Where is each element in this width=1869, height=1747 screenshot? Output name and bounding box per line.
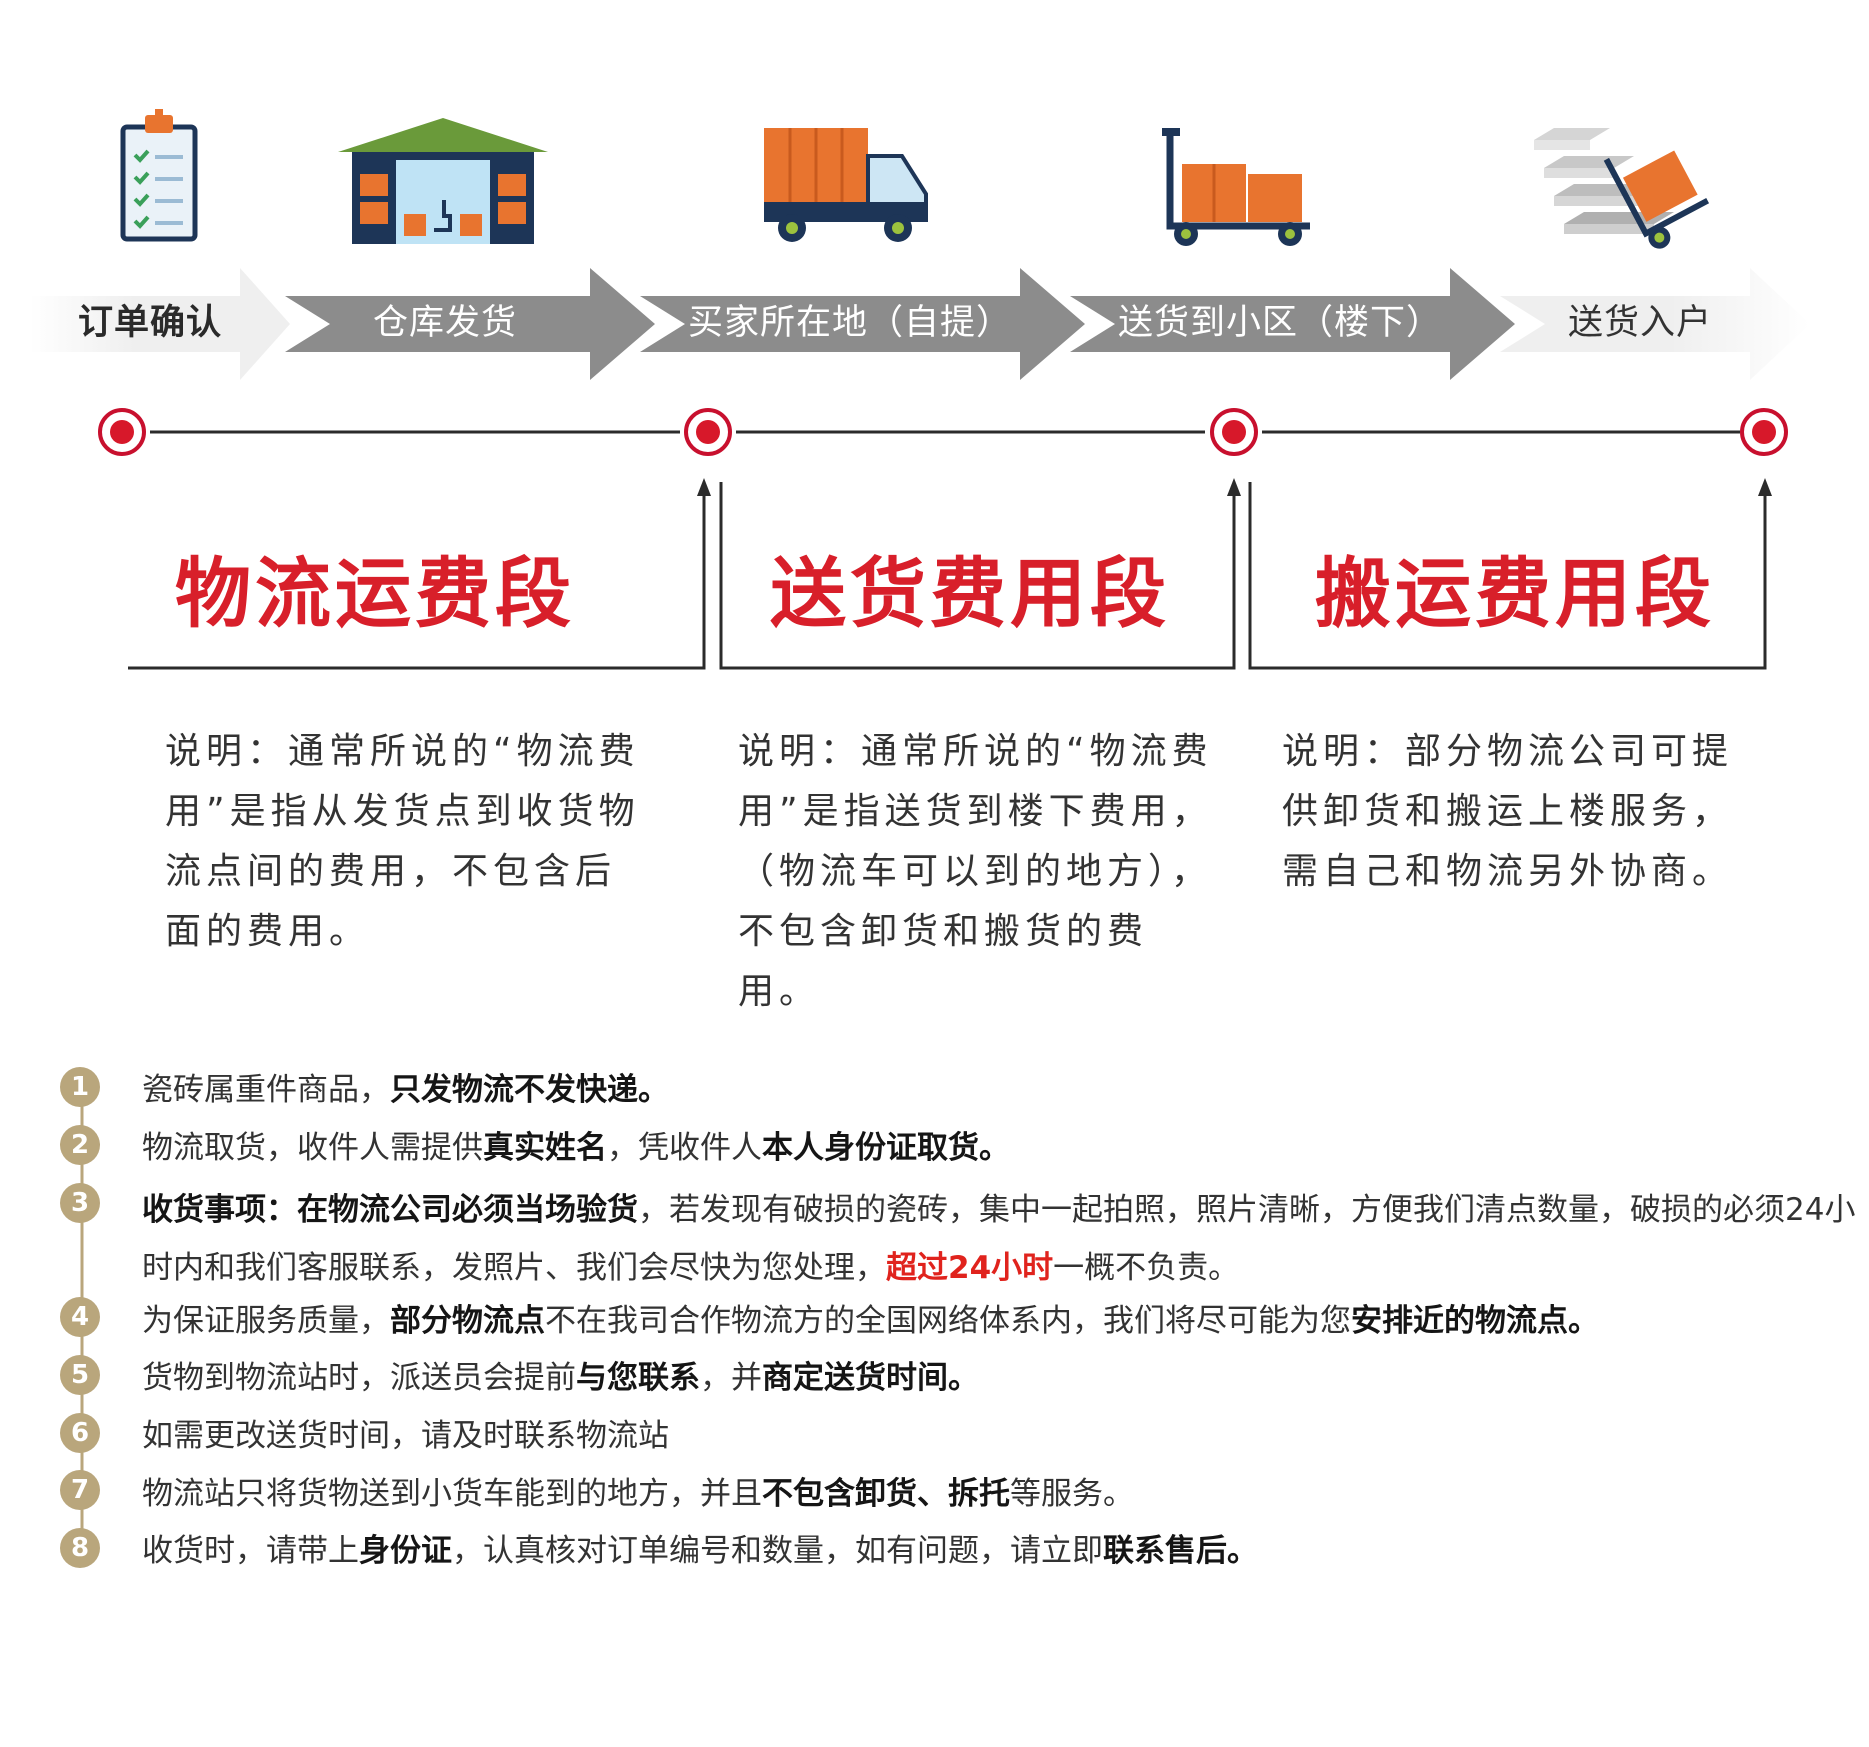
note-text-part: 瓷砖属重件商品，	[142, 1072, 390, 1109]
note-text-part: 货物到物流站时，派送员会提前	[142, 1360, 576, 1397]
note-text-part: 如需更改送货时间，请及时联系物流站	[142, 1418, 669, 1455]
note-item-1: 1 瓷砖属重件商品，只发物流不发快递。	[60, 1058, 1810, 1116]
step-label-delivery-downstairs: 送货到小区（楼下）	[1117, 303, 1442, 343]
hand-cart-icon	[1162, 128, 1310, 246]
note-text-part: 收货事项：在物流公司必须当场验货	[142, 1192, 638, 1229]
arrow-step-5	[1500, 268, 1810, 380]
note-text-part: 商定送货时间。	[762, 1360, 979, 1397]
number-badge: 6	[60, 1412, 100, 1453]
clipboard-icon	[120, 109, 198, 242]
note-text: 收货事项：在物流公司必须当场验货，若发现有破损的瓷砖，集中一起拍照，照片清晰，方…	[142, 1181, 1869, 1297]
note-text-part: 只发物流不发快递。	[390, 1072, 669, 1109]
note-text-part: 物流取货，收件人需提供	[142, 1130, 483, 1167]
note-text: 收货时，请带上身份证，认真核对订单编号和数量，如有问题，请立即联系售后。	[142, 1525, 1258, 1570]
number-badge: 4	[60, 1297, 100, 1338]
segment-title-logistics: 物流运费段	[175, 549, 575, 638]
note-text-part: ，凭收件人	[607, 1130, 762, 1167]
segment-title-delivery: 送货费用段	[770, 549, 1170, 638]
number-badge: 3	[60, 1183, 100, 1224]
note-item-4: 4 为保证服务质量，部分物流点不在我司合作物流方的全国网络体系内，我们将尽可能为您…	[60, 1288, 1810, 1346]
note-text-part: 不包含卸货、拆托	[762, 1475, 1010, 1512]
note-text-part: 真实姓名	[483, 1130, 607, 1167]
note-text-part: 本人身份证取货。	[762, 1130, 1010, 1167]
note-item-7: 7 物流站只将货物送到小货车能到的地方，并且不包含卸货、拆托等服务。	[60, 1461, 1810, 1519]
number-badge: 2	[60, 1124, 100, 1165]
note-text-part: ，认真核对订单编号和数量，如有问题，请立即	[452, 1533, 1103, 1570]
note-item-3: 3 收货事项：在物流公司必须当场验货，若发现有破损的瓷砖，集中一起拍照，照片清晰，…	[60, 1173, 1855, 1288]
note-text-part: 为保证服务质量，	[142, 1302, 390, 1339]
timeline-lines	[128, 430, 1772, 670]
note-text: 物流取货，收件人需提供真实姓名，凭收件人本人身份证取货。	[142, 1122, 1010, 1167]
note-text-part: ，若发现有破损的瓷砖，集中一起拍照，照片清晰，方便我们清点数量，破损的必须24小…	[142, 1192, 1856, 1287]
stairs-dolly-icon	[1534, 128, 1710, 249]
warehouse-icon	[338, 118, 548, 244]
number-badge: 7	[60, 1470, 100, 1511]
process-arrows	[30, 268, 1810, 380]
number-badge: 1	[60, 1066, 100, 1107]
timeline-dot-2	[684, 408, 732, 456]
timeline-dot-1	[98, 408, 146, 456]
step-label-home-delivery: 送货入户	[1567, 303, 1712, 343]
note-item-6: 6 如需更改送货时间，请及时联系物流站	[60, 1404, 1810, 1462]
segment-title-carrying: 搬运费用段	[1315, 549, 1715, 638]
note-text-part: 身份证	[359, 1533, 452, 1570]
note-text-part: 不在我司合作物流方的全国网络体系内，我们将尽可能为您	[545, 1302, 1351, 1339]
note-text-part: 与您联系	[576, 1360, 700, 1397]
note-text: 为保证服务质量，部分物流点不在我司合作物流方的全国网络体系内，我们将尽可能为您安…	[142, 1295, 1599, 1340]
note-text-part: 一概不负责。	[1053, 1250, 1240, 1287]
note-text: 瓷砖属重件商品，只发物流不发快递。	[142, 1064, 669, 1109]
note-text-part: 安排近的物流点。	[1351, 1302, 1599, 1339]
shipping-notes-list: 1 瓷砖属重件商品，只发物流不发快递。 2 物流取货，收件人需提供真实姓名，凭收件人…	[60, 1058, 1855, 1577]
note-text-part: 等服务。	[1010, 1475, 1134, 1512]
note-text-part: 收货时，请带上	[142, 1533, 359, 1570]
segment-note-carrying: 说明：部分物流公司可提供卸货和搬运上楼服务，需自己和物流另外协商。	[1282, 731, 1734, 892]
truck-icon	[764, 128, 928, 242]
arrow-step-4	[1070, 268, 1515, 380]
step-label-order-confirm: 订单确认	[77, 303, 222, 343]
step-label-buyer-location: 买家所在地（自提）	[687, 303, 1012, 343]
note-text-part: 联系售后。	[1103, 1533, 1258, 1570]
arrow-step-2	[285, 268, 655, 380]
segment-note-logistics: 说明：通常所说的“物流费用”是指从发货点到收货物流点间的费用，不包含后面的费用。	[165, 731, 640, 952]
note-text-part: ，并	[700, 1360, 762, 1397]
note-item-8: 8 收货时，请带上身份证，认真核对订单编号和数量，如有问题，请立即联系售后。	[60, 1519, 1810, 1577]
timeline-dot-4	[1740, 408, 1788, 456]
number-badge: 8	[60, 1527, 100, 1568]
segment-note-delivery: 说明：通常所说的“物流费用”是指送货到楼下费用，（物流车可以到的地方），不包含卸…	[738, 731, 1213, 1012]
timeline-dot-3	[1210, 408, 1258, 456]
note-item-5: 5 货物到物流站时，派送员会提前与您联系，并商定送货时间。	[60, 1346, 1810, 1404]
arrow-step-3	[640, 268, 1085, 380]
note-text: 如需更改送货时间，请及时联系物流站	[142, 1410, 669, 1455]
note-text: 物流站只将货物送到小货车能到的地方，并且不包含卸货、拆托等服务。	[142, 1468, 1134, 1513]
note-text: 货物到物流站时，派送员会提前与您联系，并商定送货时间。	[142, 1352, 979, 1397]
number-badge: 5	[60, 1354, 100, 1395]
note-item-2: 2 物流取货，收件人需提供真实姓名，凭收件人本人身份证取货。	[60, 1116, 1810, 1174]
note-text-part: 部分物流点	[390, 1302, 545, 1339]
note-text-part: 物流站只将货物送到小货车能到的地方，并且	[142, 1475, 762, 1512]
step-label-warehouse: 仓库发货	[372, 303, 517, 343]
note-text-part: 超过24小时	[886, 1250, 1054, 1287]
arrow-step-1	[30, 268, 290, 380]
